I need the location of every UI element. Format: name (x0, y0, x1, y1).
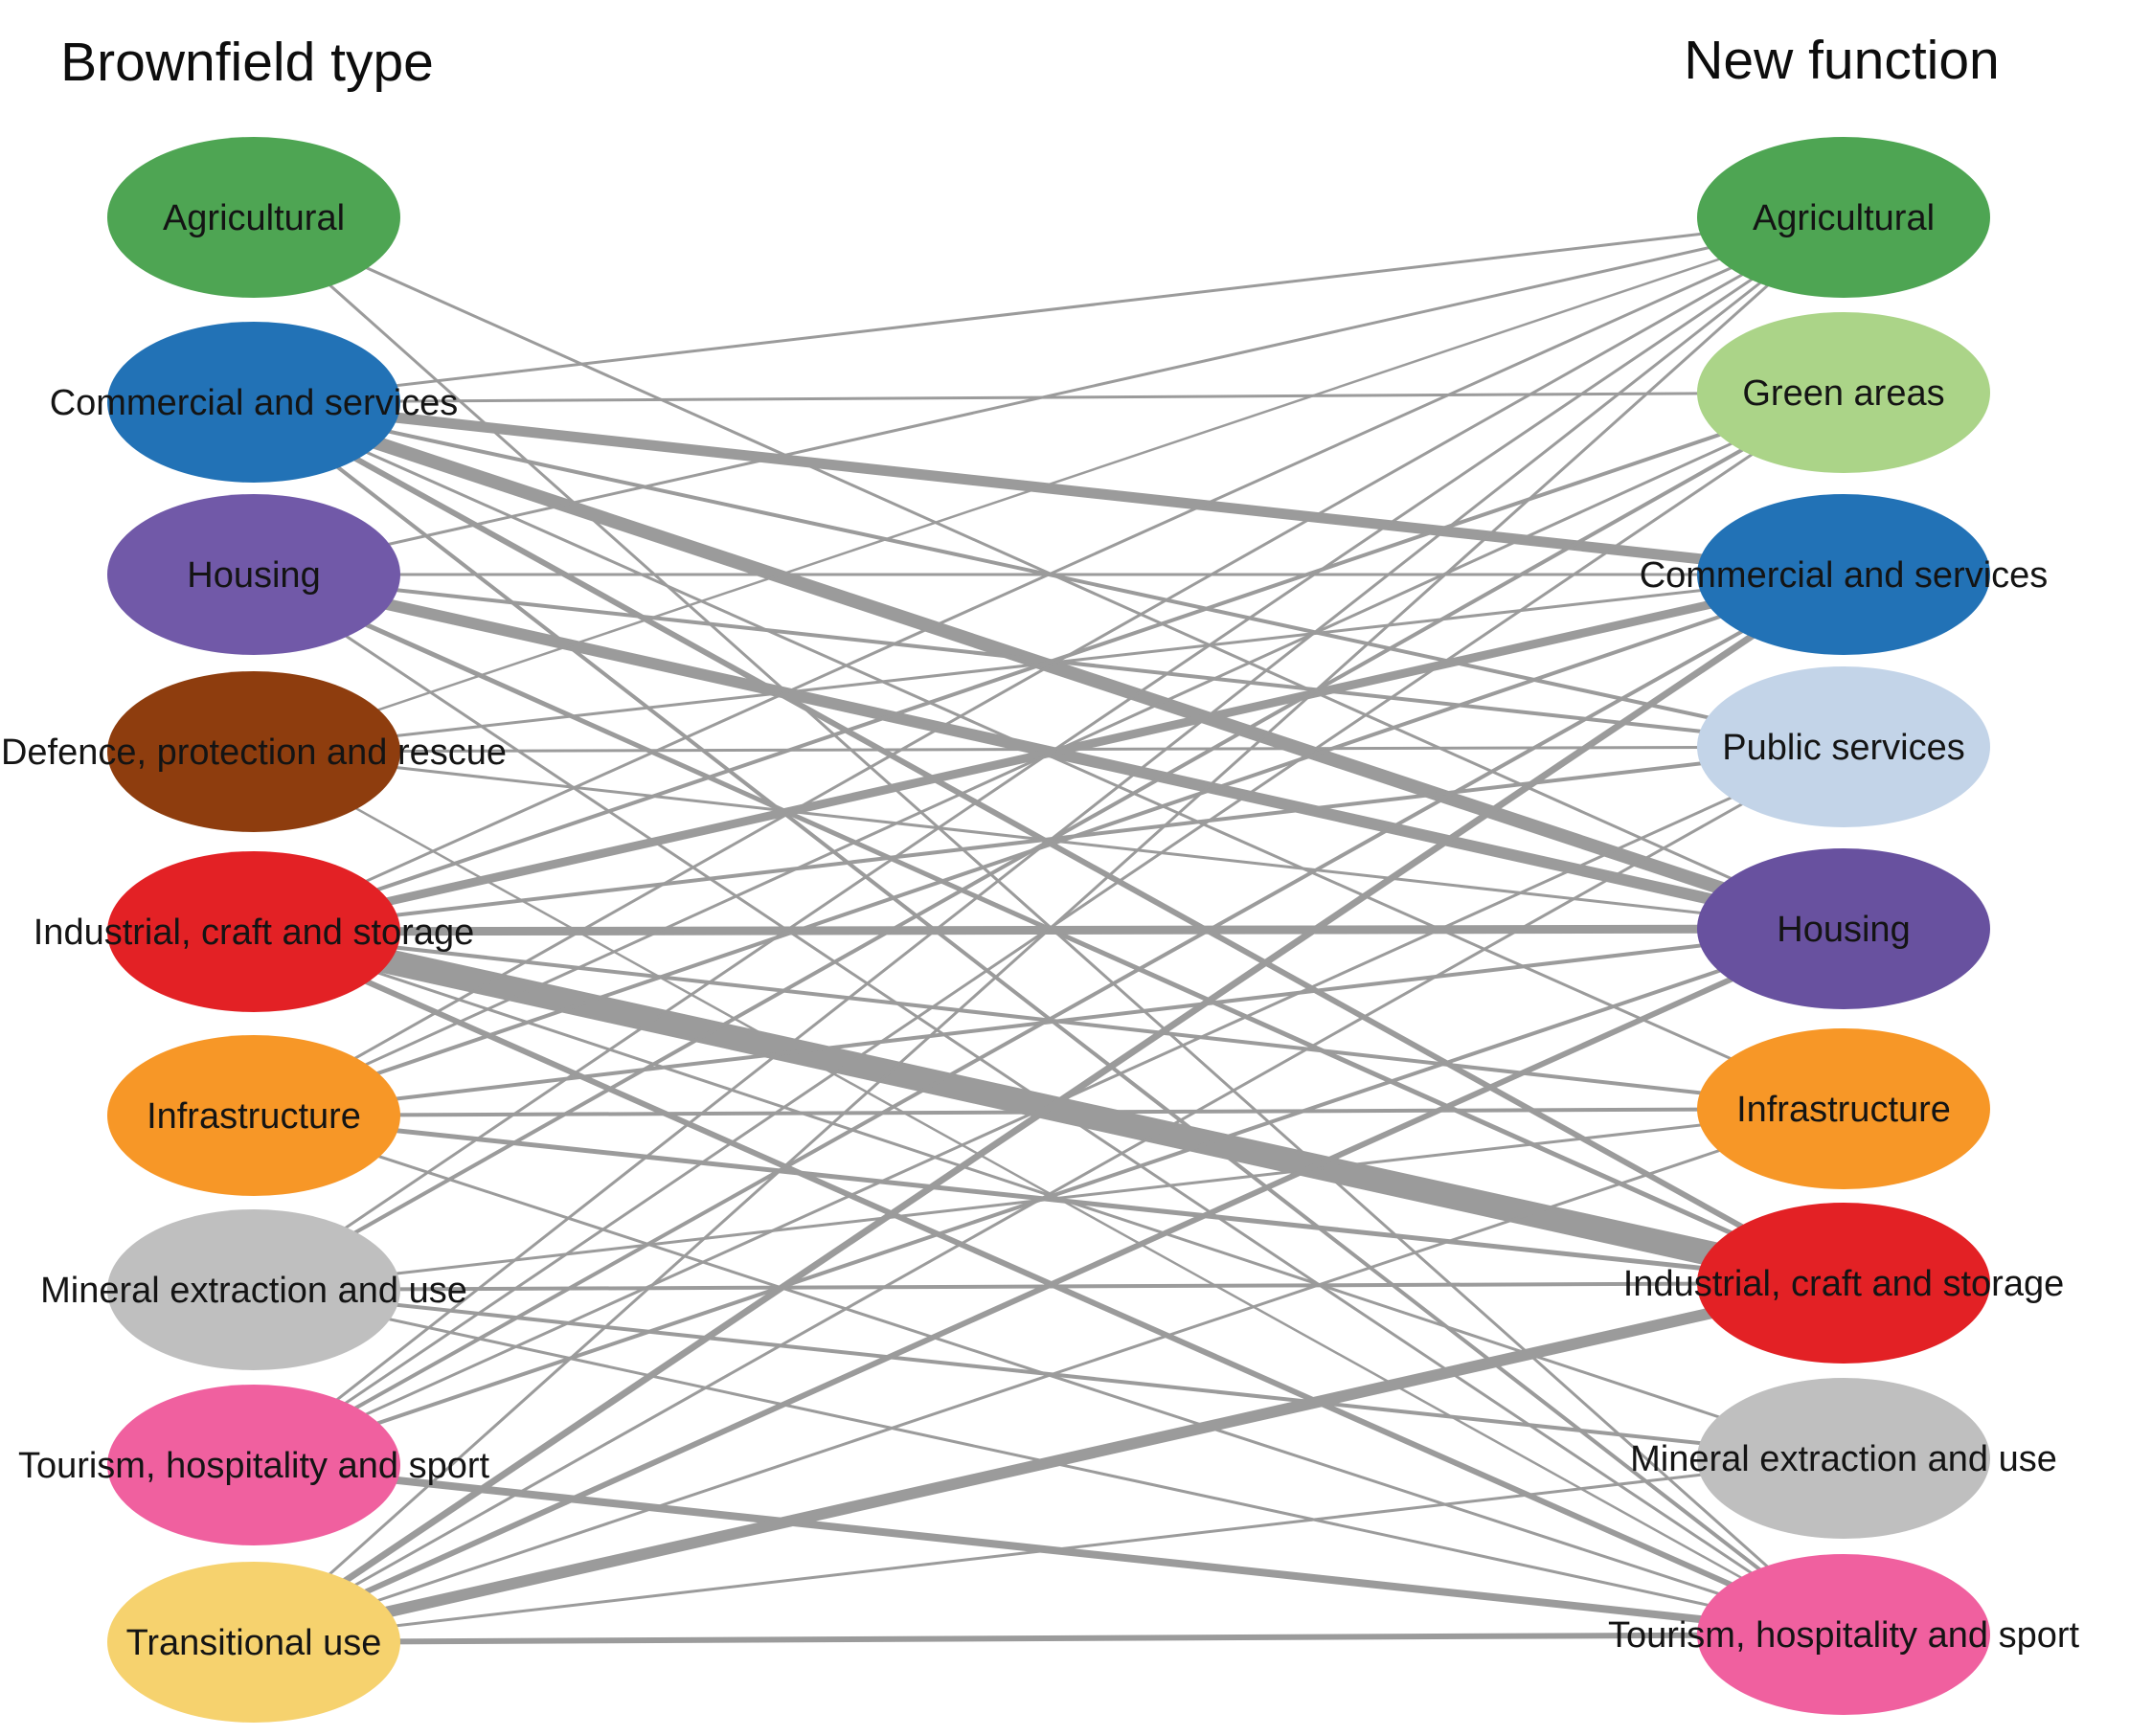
label-right-tourism: Tourism, hospitality and sport (1608, 1615, 2080, 1656)
node-left-defence (107, 671, 400, 832)
label-right-industrial: Industrial, craft and storage (1623, 1264, 2064, 1304)
label-left-agricultural: Agricultural (163, 198, 345, 238)
edge-transitional-to-mineral (253, 1456, 1845, 1644)
edge-industrial-to-green-areas (253, 391, 1845, 934)
node-right-agricultural (1697, 137, 1990, 298)
label-left-transitional: Transitional use (126, 1623, 382, 1663)
label-left-industrial: Industrial, craft and storage (34, 913, 474, 953)
node-right-public-services (1697, 666, 1990, 827)
edge-infrastructure-to-housing (253, 927, 1845, 1117)
label-left-mineral: Mineral extraction and use (40, 1271, 467, 1311)
edge-transitional-to-commercial (252, 572, 1846, 1645)
edge-tourism-to-agricultural (253, 215, 1845, 1467)
node-left-agricultural (107, 137, 400, 298)
label-right-public-services: Public services (1722, 728, 1964, 768)
edge-tourism-to-housing (253, 927, 1845, 1467)
node-left-infrastructure (107, 1035, 400, 1196)
node-right-green-areas (1697, 312, 1990, 473)
label-left-defence: Defence, protection and rescue (1, 733, 507, 773)
edge-transitional-to-industrial (252, 1277, 1846, 1648)
left-column-title: Brownfield type (60, 32, 434, 93)
edge-transitional-to-housing (252, 926, 1846, 1645)
edge-mineral-to-agricultural (253, 215, 1845, 1292)
node-right-industrial (1697, 1203, 1990, 1364)
edge-commercial-to-agricultural (253, 215, 1845, 404)
edge-industrial-to-agricultural (253, 215, 1845, 934)
edge-transitional-to-agricultural (252, 215, 1846, 1644)
node-left-industrial (107, 851, 400, 1012)
edge-infrastructure-to-agricultural (253, 215, 1845, 1117)
edge-infrastructure-to-commercial (253, 573, 1845, 1117)
label-right-housing: Housing (1777, 910, 1910, 950)
edge-transitional-to-infrastructure (253, 1107, 1845, 1644)
node-right-housing (1697, 848, 1990, 1009)
label-left-tourism: Tourism, hospitality and sport (18, 1446, 490, 1486)
edge-transitional-to-tourism (253, 1632, 1845, 1645)
edge-tourism-to-commercial (253, 573, 1845, 1467)
node-left-commercial (107, 322, 400, 483)
label-right-commercial: Commercial and services (1640, 555, 2049, 596)
node-left-mineral (107, 1209, 400, 1370)
edge-defence-to-agricultural (253, 215, 1845, 754)
edge-mineral-to-infrastructure (253, 1107, 1845, 1292)
label-right-infrastructure: Infrastructure (1736, 1090, 1951, 1130)
label-right-green-areas: Green areas (1742, 373, 1944, 414)
nodes-layer (107, 137, 1990, 1723)
node-left-tourism (107, 1385, 400, 1545)
label-left-infrastructure: Infrastructure (147, 1096, 361, 1137)
edge-housing-to-agricultural (253, 215, 1845, 576)
right-column-title: New function (1684, 30, 2000, 91)
node-right-infrastructure (1697, 1028, 1990, 1189)
edges-layer (251, 215, 1846, 1648)
node-right-commercial (1697, 494, 1990, 655)
node-left-transitional (107, 1562, 400, 1723)
node-right-tourism (1697, 1554, 1990, 1715)
label-right-agricultural: Agricultural (1753, 198, 1935, 238)
label-left-housing: Housing (187, 555, 320, 596)
node-right-mineral (1697, 1378, 1990, 1539)
label-left-commercial: Commercial and services (50, 383, 459, 423)
label-right-mineral: Mineral extraction and use (1630, 1439, 2057, 1479)
edge-transitional-to-public-services (253, 745, 1845, 1644)
edge-commercial-to-commercial (253, 396, 1845, 580)
node-left-housing (107, 494, 400, 655)
